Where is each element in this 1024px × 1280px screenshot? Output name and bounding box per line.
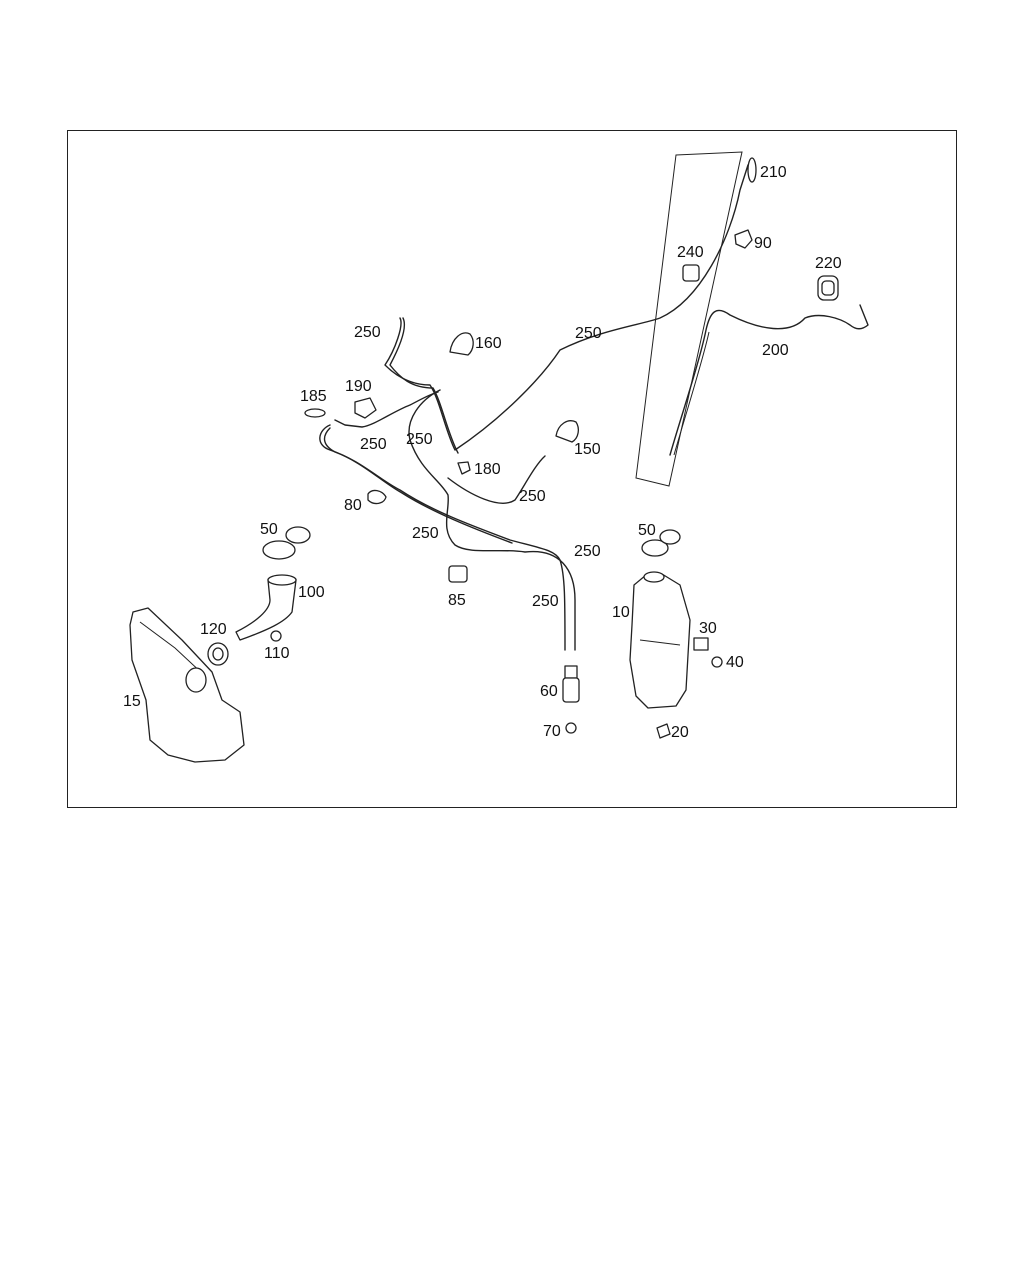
part-185	[304, 408, 326, 418]
hose-250-left-b	[323, 427, 513, 544]
part-15	[129, 607, 245, 763]
part-70	[565, 722, 577, 734]
pillar-outline	[635, 151, 743, 487]
part-150	[555, 420, 579, 443]
callout-60: 60	[540, 683, 558, 700]
part-180	[457, 461, 471, 475]
part-60	[562, 665, 580, 703]
part-20	[656, 723, 671, 739]
callout-20: 20	[671, 724, 689, 741]
hose-250-mid	[408, 389, 576, 651]
part-100	[235, 574, 297, 641]
callout-50-left: 50	[260, 521, 278, 538]
part-240	[682, 264, 700, 282]
hose-250-main	[384, 164, 749, 451]
part-30	[693, 637, 709, 651]
callout-250-b: 250	[575, 325, 602, 342]
part-110	[270, 630, 282, 642]
hose-250-185	[334, 391, 439, 428]
callout-180: 180	[474, 461, 501, 478]
callout-40: 40	[726, 654, 744, 671]
hose-200	[669, 304, 869, 456]
callout-85: 85	[448, 592, 466, 609]
part-160	[449, 332, 474, 356]
callout-120: 120	[200, 621, 227, 638]
callout-15: 15	[123, 693, 141, 710]
callout-240: 240	[677, 244, 704, 261]
hose-250-left	[319, 424, 566, 651]
callout-150: 150	[574, 441, 601, 458]
callout-160: 160	[475, 335, 502, 352]
part-80	[367, 489, 387, 505]
callout-250-h: 250	[532, 593, 559, 610]
callout-250-c: 250	[406, 431, 433, 448]
callout-80: 80	[344, 497, 362, 514]
callout-250-a: 250	[354, 324, 381, 341]
callout-250-g: 250	[574, 543, 601, 560]
callout-100: 100	[298, 584, 325, 601]
part-40	[711, 656, 723, 668]
hose-200-b	[673, 331, 710, 456]
hose-250-main-b	[389, 317, 459, 454]
callout-250-f: 250	[412, 525, 439, 542]
hose-250-180	[447, 455, 546, 504]
callout-10: 10	[612, 604, 630, 621]
callout-185: 185	[300, 388, 327, 405]
callout-250-d: 250	[360, 436, 387, 453]
callout-50-right: 50	[638, 522, 656, 539]
part-50-right	[641, 529, 681, 557]
callout-190: 190	[345, 378, 372, 395]
callout-110: 110	[264, 645, 290, 662]
part-220	[817, 275, 839, 301]
part-190	[354, 397, 377, 419]
callout-250-e: 250	[519, 488, 546, 505]
callout-200: 200	[762, 342, 789, 359]
part-50-left	[262, 526, 311, 560]
part-10	[629, 571, 691, 709]
callout-90: 90	[754, 235, 772, 252]
part-85	[448, 565, 468, 583]
part-120	[207, 642, 229, 666]
callout-30: 30	[699, 620, 717, 637]
callout-70: 70	[543, 723, 561, 740]
callout-220: 220	[815, 255, 842, 272]
part-210	[747, 157, 757, 183]
part-90	[734, 229, 753, 249]
callout-210: 210	[760, 164, 787, 181]
